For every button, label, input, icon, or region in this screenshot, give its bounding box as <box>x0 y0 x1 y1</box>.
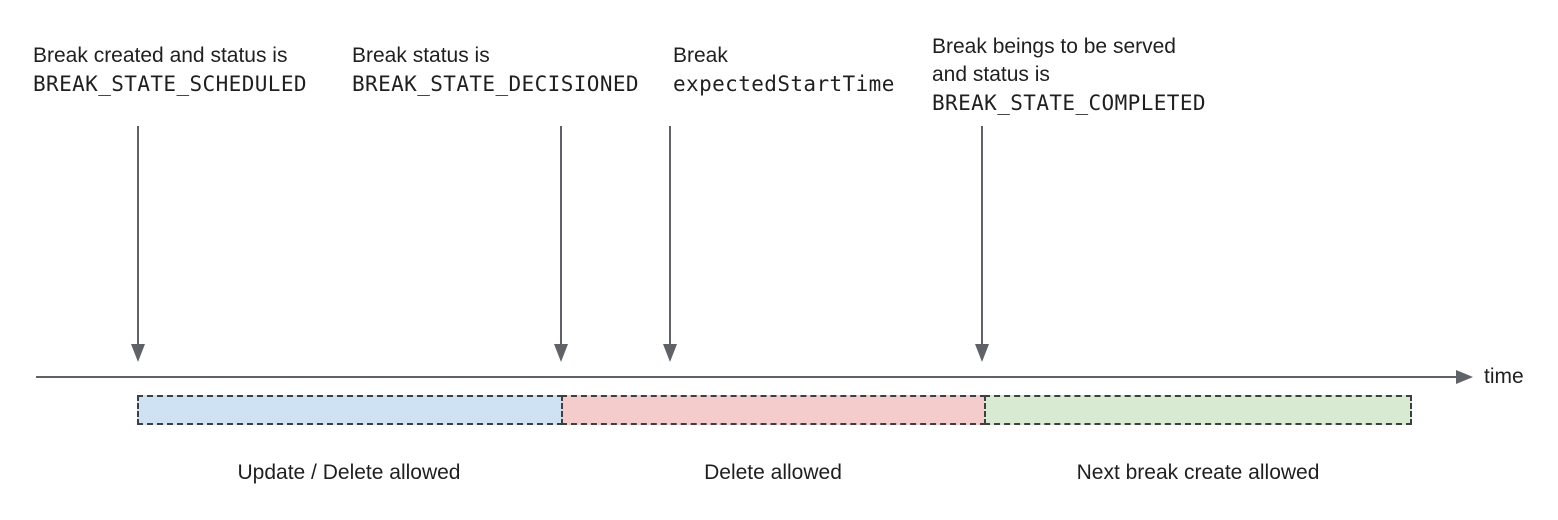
annotation-text: Break <box>673 44 728 67</box>
segment-delete-allowed <box>561 395 986 425</box>
annotation-break-decisioned: Break status is BREAK_STATE_DECISIONED <box>352 42 639 98</box>
annotation-code: expectedStartTime <box>673 72 895 96</box>
timeline-axis <box>36 376 1458 378</box>
annotation-text: Break beings to be served <box>932 35 1176 58</box>
segment-next-break-create-allowed <box>984 395 1412 425</box>
down-arrow-icon <box>554 126 568 362</box>
down-arrow-icon <box>131 126 145 362</box>
annotation-text: and status is <box>932 63 1050 86</box>
timeline-arrowhead-icon <box>1456 370 1473 384</box>
arrowhead-icon <box>663 344 677 362</box>
down-arrow-icon <box>975 126 989 362</box>
arrow-shaft <box>981 126 983 346</box>
annotation-text: Break created and status is <box>33 44 288 67</box>
down-arrow-icon <box>663 126 677 362</box>
annotation-code: BREAK_STATE_SCHEDULED <box>33 72 307 96</box>
annotation-break-scheduled: Break created and status is BREAK_STATE_… <box>33 42 307 98</box>
segment-update-delete-allowed <box>137 395 563 425</box>
arrowhead-icon <box>975 344 989 362</box>
annotation-break-completed: Break beings to be served and status is … <box>932 33 1206 117</box>
segment-label-delete: Delete allowed <box>704 461 842 484</box>
annotation-text: Break status is <box>352 44 490 67</box>
annotation-expected-start-time: Break expectedStartTime <box>673 42 895 98</box>
arrowhead-icon <box>131 344 145 362</box>
arrowhead-icon <box>554 344 568 362</box>
time-axis-label: time <box>1484 365 1524 388</box>
annotation-code: BREAK_STATE_COMPLETED <box>932 91 1206 115</box>
segment-label-update-delete: Update / Delete allowed <box>237 461 461 484</box>
arrow-shaft <box>669 126 671 346</box>
arrow-shaft <box>137 126 139 346</box>
arrow-shaft <box>560 126 562 346</box>
annotation-code: BREAK_STATE_DECISIONED <box>352 72 639 96</box>
segment-label-next-break: Next break create allowed <box>1076 461 1320 484</box>
